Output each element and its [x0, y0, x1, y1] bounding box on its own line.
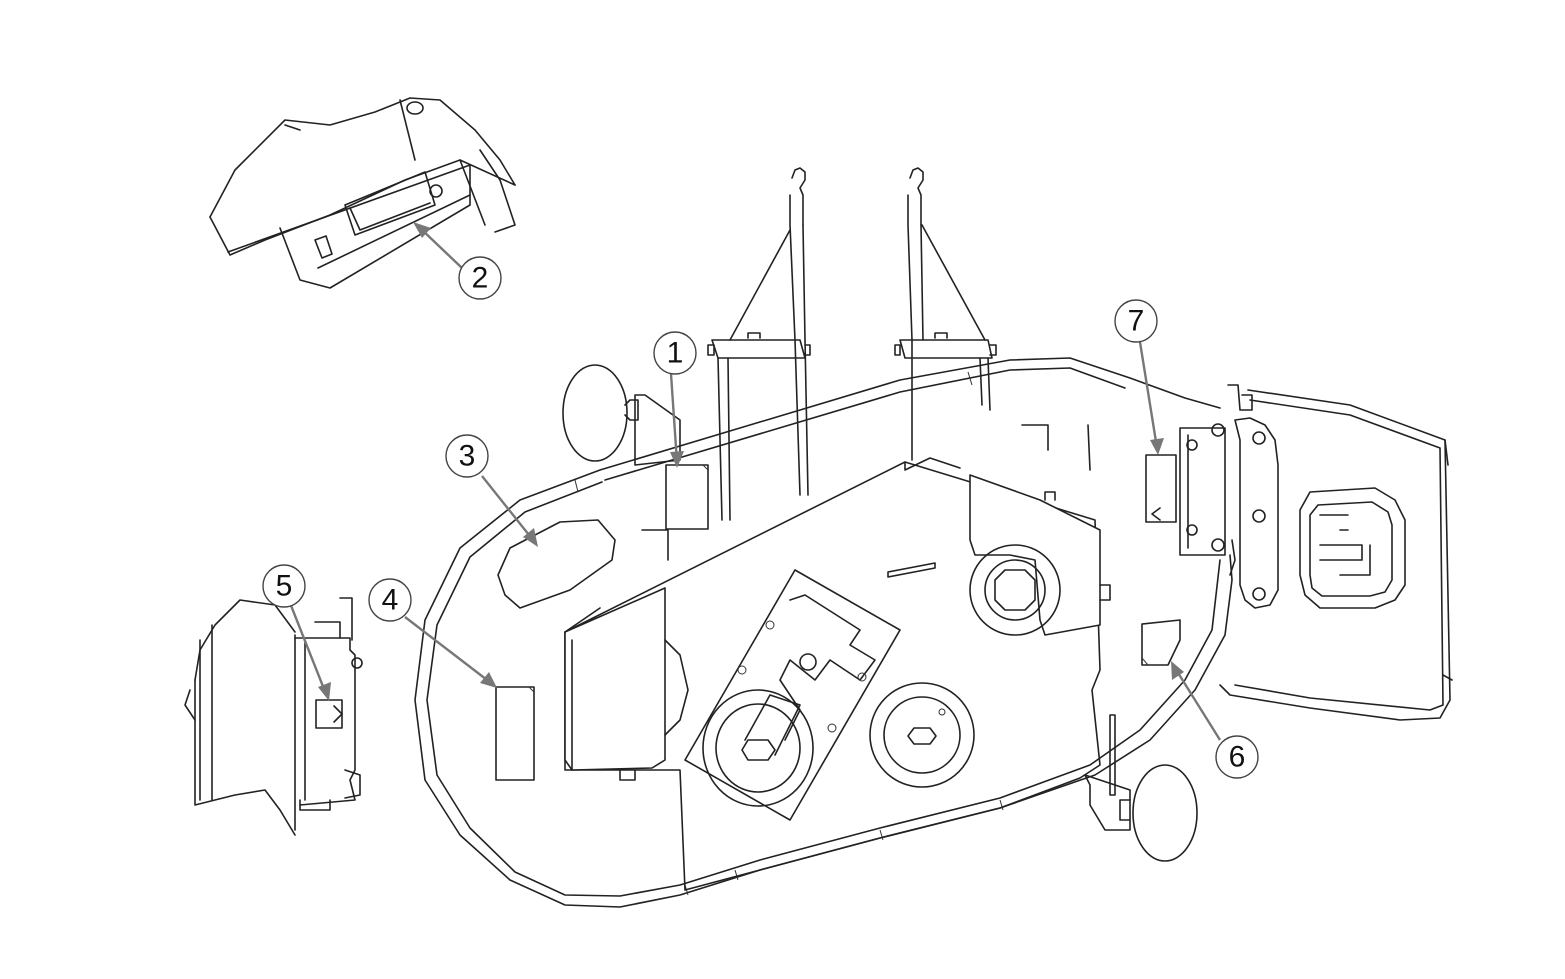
mower-deck	[414, 167, 1453, 908]
callout-4-label: 4	[382, 584, 399, 617]
callout-1-label: 1	[667, 337, 684, 370]
callout-7-label: 7	[1128, 305, 1145, 338]
callout-3: 3	[445, 434, 489, 478]
callout-5-label: 5	[276, 570, 293, 603]
decal-6	[1141, 619, 1181, 666]
callout-2-label: 2	[472, 262, 489, 295]
inset-detail-top	[209, 97, 516, 289]
callout-2: 2	[458, 256, 502, 300]
decal-7	[1145, 454, 1177, 523]
callout-5: 5	[262, 564, 306, 608]
callout-4: 4	[368, 578, 412, 622]
callout-7: 7	[1114, 299, 1158, 343]
callout-3-label: 3	[459, 440, 476, 473]
inset-detail-side	[184, 597, 363, 836]
callout-6: 6	[1215, 735, 1259, 779]
callout-1: 1	[653, 331, 697, 375]
decal-3	[497, 519, 616, 609]
leader-lines	[288, 222, 1222, 741]
decal-1	[665, 464, 709, 530]
callout-6-label: 6	[1229, 741, 1246, 774]
decal-4	[495, 686, 535, 781]
decal-locations	[495, 454, 1181, 781]
